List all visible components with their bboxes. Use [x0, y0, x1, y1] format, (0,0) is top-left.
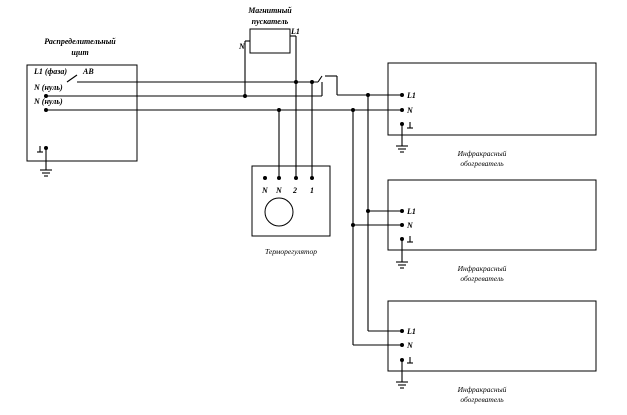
supply-wires	[46, 75, 402, 112]
heater-2-label-l1: L1	[406, 207, 416, 216]
heater-3-ground-icon	[396, 357, 413, 389]
heater-1-caption-line1: Инфракрасный	[457, 149, 507, 158]
heater-1-ground-icon	[396, 122, 413, 153]
thermostat-terminal-n2: N	[275, 186, 283, 195]
heater-3-caption-line2: обогреватель	[460, 395, 504, 404]
panel-title-line1: Распределительный	[44, 37, 116, 46]
contactor-switch	[317, 75, 323, 83]
heater-1: L1 N Инфракрасный обогреватель	[387, 62, 597, 168]
thermostat-box	[251, 165, 331, 237]
magnetic-starter: Магнитный пускатель L1 N	[238, 6, 300, 178]
panel-label-breaker: АВ	[82, 67, 94, 76]
panel-label-n2: N (нуль)	[33, 97, 63, 106]
heater-3-label-l1: L1	[406, 327, 416, 336]
panel-box	[26, 64, 138, 162]
heater-1-label-n: N	[406, 106, 414, 115]
starter-coil-box	[249, 28, 291, 54]
distribution-panel: Распределительный щит L1 (фаза) АВ N (ну…	[26, 37, 138, 177]
heater-2-caption-line1: Инфракрасный	[457, 264, 507, 273]
starter-label-l1: L1	[290, 27, 300, 36]
heater-3: L1 N Инфракрасный обогреватель	[387, 300, 597, 404]
heater-1-box	[387, 62, 597, 136]
thermostat-caption: Терморегулятор	[265, 247, 317, 256]
heater-2-caption-line2: обогреватель	[460, 274, 504, 283]
thermostat-terminal-1: 1	[310, 186, 314, 195]
heater-1-label-l1: L1	[406, 91, 416, 100]
heater-2-ground-icon	[396, 236, 413, 269]
heater-2: L1 N Инфракрасный обогреватель	[387, 179, 597, 283]
heater-1-caption-line2: обогреватель	[460, 159, 504, 168]
panel-label-n1: N (нуль)	[33, 83, 63, 92]
thermostat-terminal-2: 2	[292, 186, 297, 195]
heater-2-box	[387, 179, 597, 251]
starter-label-n: N	[238, 42, 246, 51]
heater-feed-wires	[351, 93, 402, 346]
heater-3-label-n: N	[406, 341, 414, 350]
starter-title-line2: пускатель	[252, 17, 289, 26]
panel-title-line2: щит	[71, 48, 88, 57]
thermostat-terminal-n1: N	[261, 186, 269, 195]
heater-3-box	[387, 300, 597, 372]
heater-2-label-n: N	[406, 221, 414, 230]
starter-title-line1: Магнитный	[247, 6, 292, 15]
panel-label-l1: L1 (фаза)	[33, 67, 67, 76]
thermostat-dial-icon	[264, 197, 294, 227]
breaker-switch	[66, 74, 78, 83]
panel-ground-icon	[37, 146, 52, 177]
heater-3-caption-line1: Инфракрасный	[457, 385, 507, 394]
thermostat: N N 2 1 Терморегулятор	[251, 80, 331, 256]
